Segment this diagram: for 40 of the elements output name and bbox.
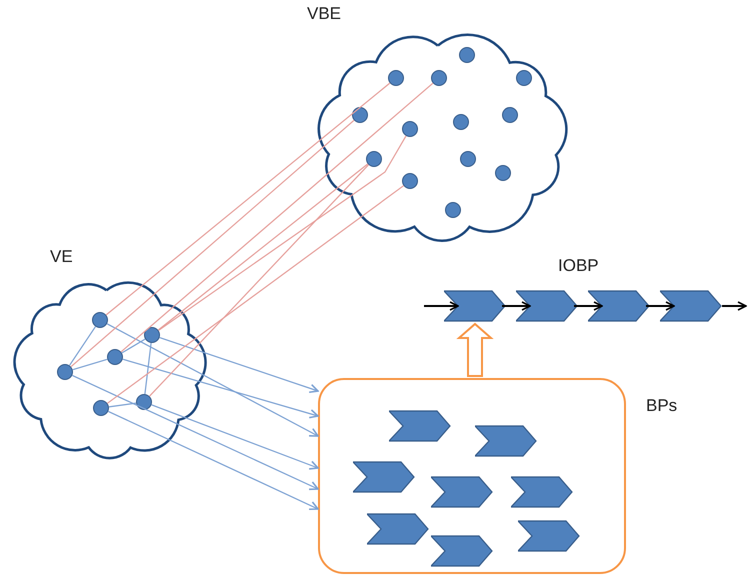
chevron-shape xyxy=(516,290,578,322)
connector-line xyxy=(107,185,404,404)
arrow xyxy=(151,404,319,470)
arrow xyxy=(502,301,531,311)
arrow xyxy=(574,301,603,311)
chain-label: IOBP xyxy=(558,256,599,276)
arrow xyxy=(72,374,319,490)
cloud-label: VE xyxy=(50,247,73,267)
connector-line xyxy=(158,136,407,331)
connector-line xyxy=(69,326,96,366)
arrow xyxy=(722,301,747,311)
connector-line xyxy=(108,402,136,408)
connector-line xyxy=(122,338,146,354)
chevron-shape xyxy=(660,290,722,322)
connector-line xyxy=(120,82,434,352)
block-arrow xyxy=(456,322,494,377)
cloud-label: VBE xyxy=(307,4,342,24)
connector-line xyxy=(106,82,390,316)
chevron-shape xyxy=(431,535,493,567)
arrow xyxy=(646,301,675,311)
arrow xyxy=(122,358,319,418)
arrow xyxy=(424,301,459,311)
connector-line xyxy=(70,120,354,368)
chevron-shape xyxy=(518,520,580,552)
connector-line xyxy=(144,342,152,394)
chevron-shape xyxy=(588,290,650,322)
connector-line xyxy=(158,164,368,330)
chevron-shape xyxy=(367,513,429,545)
chevron-shape xyxy=(353,461,415,493)
connector-line xyxy=(72,358,108,370)
chevron-shape xyxy=(444,290,506,322)
arrow xyxy=(159,337,319,394)
chevron-shape xyxy=(511,476,573,508)
arrow xyxy=(106,323,319,437)
arrow xyxy=(108,410,319,510)
chevron-shape xyxy=(389,410,451,442)
chevron-shape xyxy=(475,425,537,457)
group-label: BPs xyxy=(646,396,678,416)
connector-line xyxy=(149,164,369,397)
chevron-shape xyxy=(431,476,493,508)
